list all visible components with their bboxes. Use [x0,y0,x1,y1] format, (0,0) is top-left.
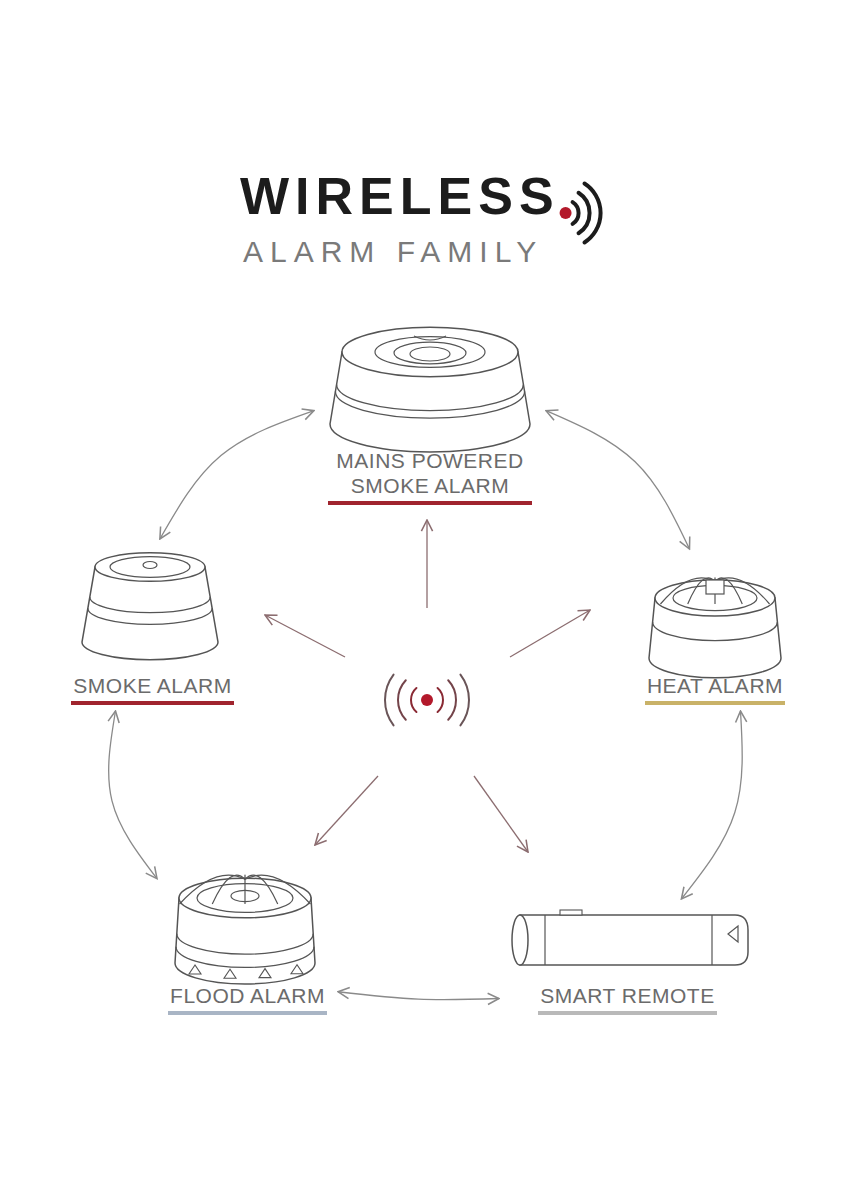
subtitle-text: ALARM FAMILY [243,234,543,270]
device-body [330,352,530,452]
device-seam [711,915,712,965]
device-detail [375,337,485,368]
device-foot [291,965,303,974]
title-wave [584,184,600,243]
signal-wave [438,688,443,712]
link-arrow [338,992,499,1000]
device-detail [414,336,446,340]
device-foot [189,965,201,974]
device-seam [544,915,545,965]
device-label: FLOOD ALARM [168,983,327,1015]
device-cage [688,578,715,604]
link-arrow [546,411,690,549]
device-cage [245,875,278,904]
flood-alarm-drawing [175,875,315,984]
broadcast-arrow [426,520,427,608]
device-label: SMOKE ALARM [71,673,233,705]
device-detail [706,580,724,594]
device-end [512,915,528,965]
device-label: HEAT ALARM [645,673,785,705]
link-arrow [681,711,742,899]
smoke-alarm-drawing [82,553,218,660]
broadcast-arrow [510,610,590,657]
device-top [655,580,775,616]
device-cage [714,578,715,604]
broadcast-arrow [315,776,378,845]
heat-alarm-drawing [649,578,781,678]
device-body [520,915,748,965]
device-detail [673,585,757,610]
signal-wave [448,680,456,720]
device-detail [410,347,450,361]
broadcast-arrow [474,776,528,852]
device-illustrations [82,327,781,984]
device-label: MAINS POWERED SMOKE ALARM [328,448,532,505]
signal-dot [421,694,433,706]
device-detail [197,884,293,913]
broadcast-arrow [265,615,345,657]
device-band [176,947,314,968]
link-arrow [109,711,157,879]
title-signal [560,184,601,243]
title-wave [579,193,590,233]
device-cage [715,578,742,604]
smart-remote-drawing [512,910,748,965]
title-wave [573,202,579,224]
device-band [90,597,210,613]
device-body [175,898,315,984]
link-arrow [160,411,314,539]
device-detail [231,890,259,901]
title-text: WIRELESS [240,166,560,226]
device-top [342,327,518,376]
signal-wave [460,675,469,726]
device-node: HEAT ALARM [630,555,800,705]
device-cage [212,875,245,904]
mains-smoke-alarm-drawing [330,327,530,452]
device-node: MAINS POWERED SMOKE ALARM [320,320,540,505]
device-node: SMOKE ALARM [60,545,245,705]
device-detail [110,557,190,578]
device-button [560,910,582,915]
broadcast-arrows [265,520,590,852]
device-detail [394,342,466,364]
device-notch [728,926,738,942]
device-foot [259,969,271,978]
device-band [337,384,524,410]
device-foot [224,969,236,978]
device-cage [244,875,245,904]
device-cage [180,875,245,904]
device-cage [660,578,715,604]
device-band [88,608,212,624]
device-label: SMART REMOTE [538,983,716,1015]
device-node: SMART REMOTE [505,905,750,1015]
device-detail [143,562,157,569]
signal-wave [385,675,394,726]
device-top [95,553,205,582]
device-body [649,598,781,678]
signal-icon [385,675,469,726]
device-cage [715,578,770,604]
device-band [335,392,524,418]
device-band [177,934,313,954]
device-cage [245,875,310,904]
signal-wave [398,680,406,720]
device-body [82,567,218,660]
signal-wave [411,688,416,712]
device-band [653,622,778,641]
title-dot [560,207,572,219]
device-top [179,878,311,918]
device-node: FLOOD ALARM [163,860,332,1015]
